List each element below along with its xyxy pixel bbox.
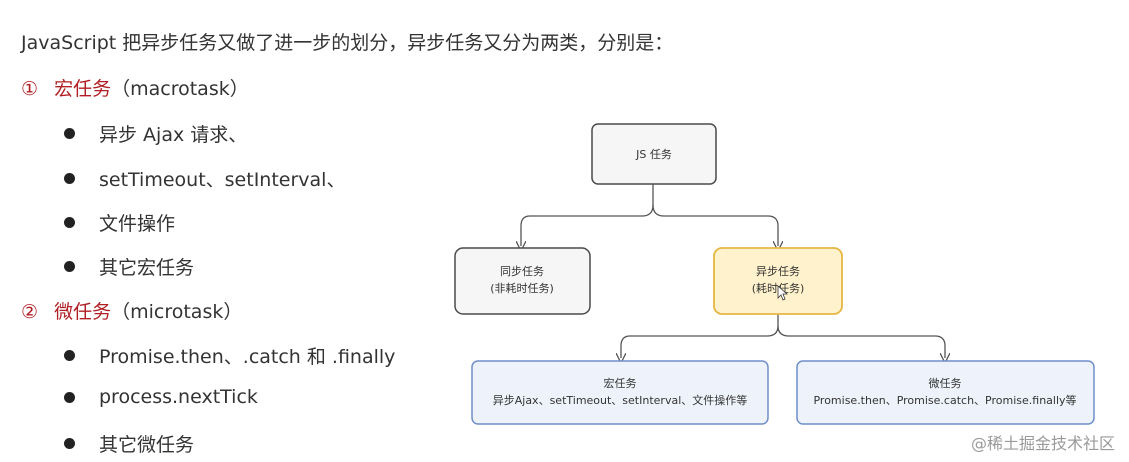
intro-text: JavaScript 把异步任务又做了进一步的划分，异步任务又分为两类，分别是： [21, 32, 674, 54]
bullet-icon [64, 350, 75, 361]
list-item: Promise.then、.catch 和 .finally [64, 342, 395, 369]
node-microtask: 微任务 Promise.then、Promise.catch、Promise.f… [796, 360, 1095, 425]
bullet-icon [64, 217, 75, 228]
macrotask-title: 宏任务 [54, 78, 112, 100]
microtask-title: 微任务 [54, 301, 112, 323]
bullet-icon [64, 438, 75, 449]
bullet-icon [64, 391, 75, 403]
node-microtask-label: 微任务 [929, 376, 962, 390]
node-async-task: 异步任务 (耗时任务) [713, 247, 843, 315]
node-js-task: JS 任务 [591, 123, 717, 185]
list-item: process.nextTick [64, 386, 258, 408]
node-sync-task: 同步任务 (非耗时任务) [454, 247, 591, 315]
list-item: 其它微任务 [64, 430, 194, 457]
list-item: 异步 Ajax 请求、 [64, 120, 247, 147]
bullet-icon [64, 173, 75, 184]
node-microtask-sublabel: Promise.then、Promise.catch、Promise.final… [813, 393, 1076, 407]
bullet-icon [64, 261, 75, 272]
node-macrotask: 宏任务 异步Ajax、setTimeout、setInterval、文件操作等 [471, 360, 769, 425]
node-js-task-label: JS 任务 [635, 148, 672, 161]
node-sync-task-label: 同步任务 [500, 265, 544, 278]
microtask-marker: ② [21, 301, 39, 323]
node-sync-task-sublabel: (非耗时任务) [490, 282, 554, 295]
microtask-english: （microtask） [111, 301, 243, 323]
node-macrotask-sublabel: 异步Ajax、setTimeout、setInterval、文件操作等 [493, 393, 748, 407]
list-item: 文件操作 [64, 209, 175, 236]
microtask-heading: ② 微任务（microtask） [21, 297, 242, 324]
macrotask-heading: ① 宏任务（macrotask） [21, 74, 249, 101]
node-async-task-label: 异步任务 [756, 265, 800, 278]
macrotask-marker: ① [21, 78, 39, 100]
list-item: setTimeout、setInterval、 [64, 165, 345, 192]
macrotask-english: （macrotask） [111, 78, 249, 100]
node-macrotask-label: 宏任务 [604, 376, 637, 390]
watermark: @稀土掘金技术社区 [970, 434, 1115, 453]
bullet-icon [64, 128, 75, 139]
list-item: 其它宏任务 [64, 253, 194, 280]
cursor-icon [777, 285, 789, 301]
diagram-connectors [521, 184, 945, 358]
